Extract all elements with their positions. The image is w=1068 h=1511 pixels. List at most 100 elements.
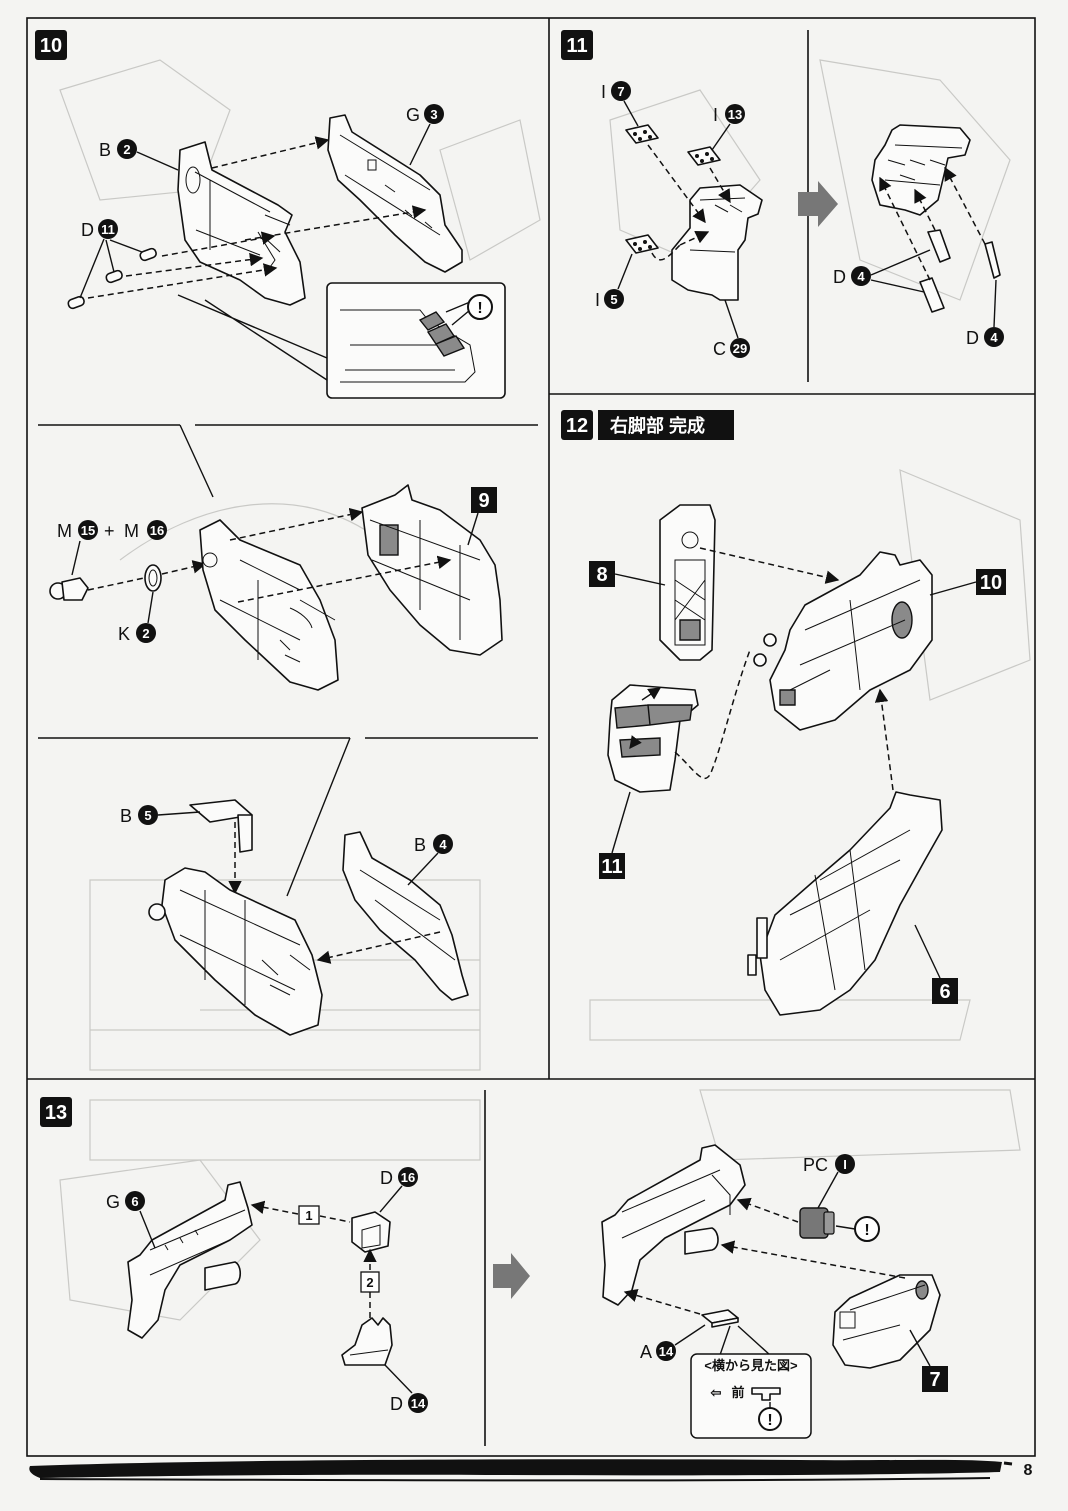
svg-text:PC: PC [803,1155,828,1175]
step-10-number: 10 [40,35,62,57]
caution-icon: ! [467,294,493,320]
svg-text:14: 14 [411,1396,426,1411]
part-k2-ring [144,564,162,592]
svg-text:13: 13 [728,107,742,122]
svg-text:4: 4 [439,837,447,852]
step-13-badge: 13 [40,1097,72,1127]
footer-brush-stroke [29,1459,1013,1482]
step-10-badge: 10 [35,30,67,60]
side-view-title: <横から見た図> [704,1358,798,1373]
svg-text:6: 6 [939,981,950,1003]
svg-text:D: D [81,220,94,240]
svg-text:16: 16 [401,1170,415,1185]
part-g3-frame [327,114,463,273]
svg-text:4: 4 [857,269,865,284]
step-11-number: 11 [566,35,587,57]
svg-text:2: 2 [123,142,130,157]
subassembly-8-panel [659,504,716,661]
pins-d11 [67,247,157,310]
subassembly-7-foot [832,1274,941,1369]
subassembly-6-shin [747,791,943,1016]
svg-text:14: 14 [659,1344,674,1359]
step-12-title: 右脚部 完成 [610,415,705,436]
step-11-badge: 11 [561,30,593,60]
page-number: 8 [1024,1462,1033,1479]
step-12-number: 12 [566,415,588,437]
part-g6-assembled [601,1144,746,1306]
subassembly-10-body [753,551,933,731]
label-d16: D 16 [379,1167,418,1213]
subassembly-9-body [361,484,503,656]
part-g6-frame [127,1181,253,1339]
part-i5 [625,234,659,254]
svg-text:D: D [966,328,979,348]
svg-text:2: 2 [366,1275,373,1290]
svg-text:K: K [118,624,130,644]
order-2-marker: 2 [360,1271,380,1293]
label-g3: G 3 [406,104,444,166]
svg-text:B: B [414,835,426,855]
part-b2-assembled [199,519,339,691]
front-label: 前 [731,1385,744,1400]
svg-text:6: 6 [131,1194,138,1209]
svg-text:3: 3 [430,107,437,122]
svg-text:G: G [406,105,420,125]
part-i7 [625,124,659,144]
label-subassembly-7: 7 [909,1329,948,1392]
svg-text:C: C [713,339,726,359]
svg-text:2: 2 [142,626,149,641]
label-g6: G 6 [106,1191,156,1249]
next-arrow-icon [798,181,838,227]
label-i7: I 7 [601,81,639,127]
label-a14: A 14 [640,1324,706,1362]
label-subassembly-10: 10 [929,569,1006,596]
svg-text:11: 11 [101,222,115,237]
svg-text:+: + [104,521,115,541]
part-pc-i [799,1207,835,1239]
svg-text:9: 9 [478,490,489,512]
part-d14-pin [341,1317,393,1366]
part-m15-m16-joint [49,577,89,601]
step-12: 12 右脚部 完成 8 10 [561,410,1006,1016]
label-m15-m16: M 15 + M 16 [57,520,167,576]
svg-text:G: G [106,1192,120,1212]
detail-callout-box: ! [177,282,506,399]
parts-d4 [919,229,1001,313]
label-d4-left: D 4 [833,249,931,293]
svg-text:I: I [713,105,718,125]
step-13: 13 G 6 D 16 D 14 [40,1097,948,1439]
svg-text:I: I [843,1157,847,1172]
svg-text:!: ! [767,1412,772,1429]
assembled-step-10 [148,867,323,1036]
svg-text:10: 10 [980,572,1002,594]
assembled-step-11 [871,124,971,216]
svg-text:4: 4 [990,330,998,345]
label-pc-i: PC I [803,1154,855,1209]
svg-text:B: B [120,806,132,826]
part-d16-socket [351,1211,391,1253]
svg-text:D: D [380,1168,393,1188]
svg-text:M: M [124,521,139,541]
step-11: 11 I 7 I 13 I [561,30,1004,359]
svg-text:I: I [595,290,600,310]
label-b2: B 2 [99,139,179,171]
label-d4-right: D 4 [966,279,1004,348]
svg-text:B: B [99,140,111,160]
part-b4-cover [342,831,469,1001]
step-13-number: 13 [45,1102,67,1124]
svg-text:I: I [601,82,606,102]
side-view-callout: <横から見た図> ⇦ 前 ! [690,1325,812,1439]
svg-text:D: D [833,267,846,287]
caution-icon-pc: ! [835,1216,880,1242]
label-b4: B 4 [407,834,453,886]
svg-text:!: ! [477,300,482,317]
order-1-marker: 1 [298,1205,320,1225]
part-c29-block [671,184,763,301]
svg-text:A: A [640,1342,652,1362]
label-c29: C 29 [713,299,750,359]
part-b5-plate [189,799,253,853]
svg-text:5: 5 [610,292,617,307]
step-10: 10 B 2 G 3 [35,30,506,1036]
svg-text:5: 5 [144,808,151,823]
